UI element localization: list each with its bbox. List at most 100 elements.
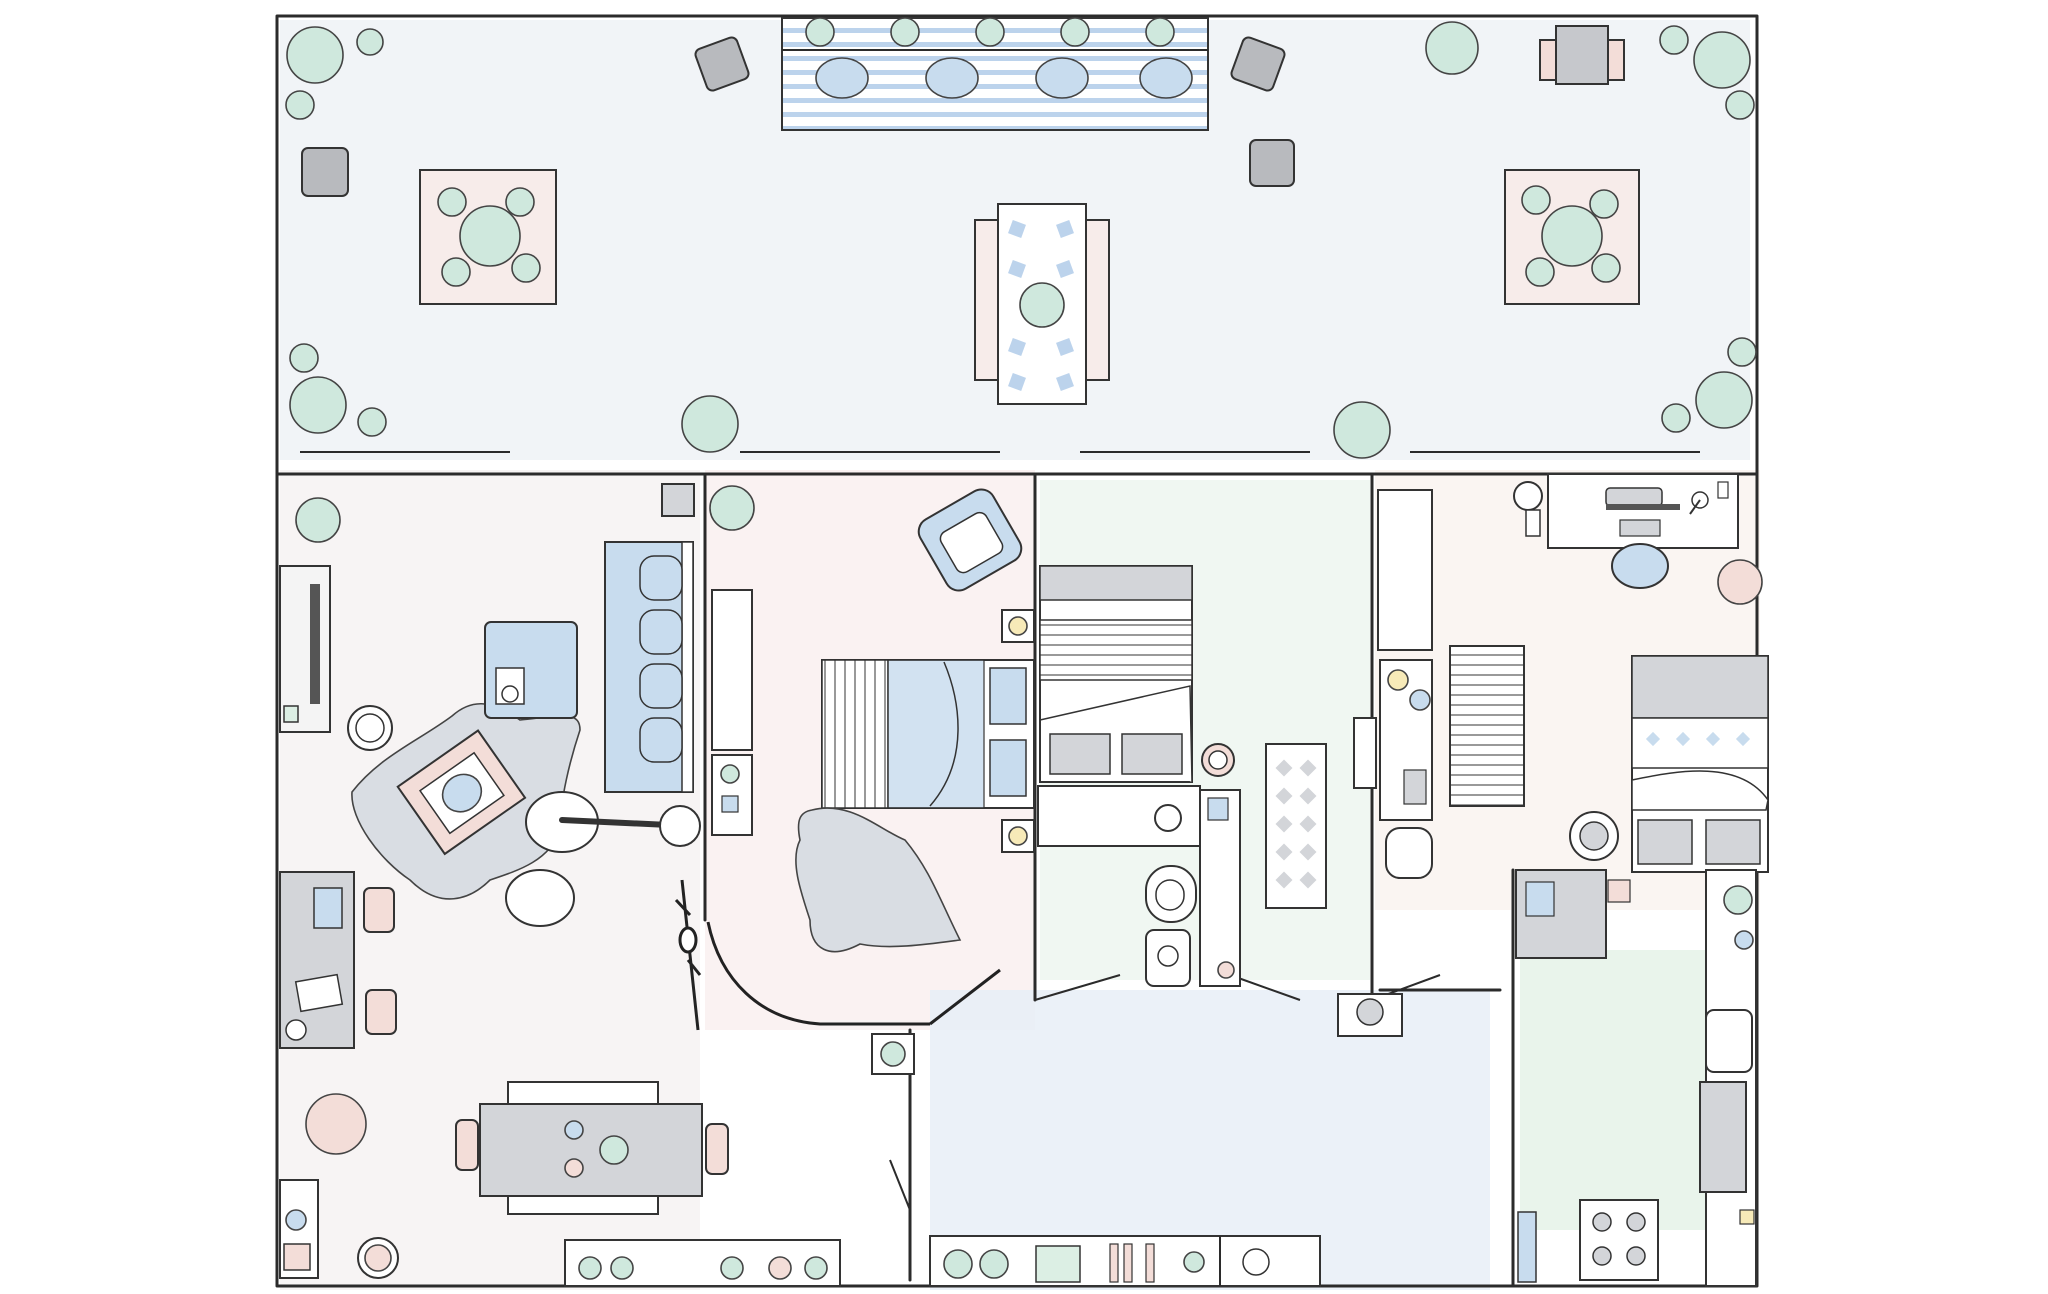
plant-icon bbox=[1727, 337, 1757, 367]
chair-icon bbox=[441, 257, 471, 287]
bidet-icon bbox=[1145, 929, 1191, 987]
chair-icon bbox=[1525, 257, 1555, 287]
side-table bbox=[347, 705, 393, 751]
chair-icon bbox=[505, 187, 535, 217]
bench-icon bbox=[507, 1081, 659, 1107]
chair-icon bbox=[1611, 543, 1669, 589]
box-icon bbox=[721, 795, 739, 813]
plant-icon bbox=[1717, 559, 1763, 605]
wardrobe bbox=[711, 589, 753, 751]
keyboard-icon bbox=[1605, 487, 1663, 507]
kitchen-floor bbox=[1520, 950, 1720, 1230]
terrace bbox=[285, 17, 1757, 459]
plant-icon bbox=[1661, 403, 1691, 433]
chair-icon bbox=[705, 1123, 729, 1175]
chair-icon bbox=[363, 887, 395, 933]
dishwasher-icon bbox=[1699, 1081, 1747, 1193]
stove-burners bbox=[1592, 1212, 1646, 1266]
desk-icon bbox=[1547, 473, 1739, 549]
plant-icon bbox=[295, 497, 341, 543]
door-swing-icon bbox=[706, 921, 930, 1026]
floor-lamp-base bbox=[659, 805, 701, 847]
chair-icon bbox=[455, 1119, 479, 1171]
wall-segment bbox=[1034, 974, 1121, 1001]
plant-icon bbox=[804, 1256, 828, 1280]
chair-icon bbox=[694, 36, 750, 92]
duvet-fold bbox=[929, 661, 959, 807]
duvet bbox=[887, 659, 985, 809]
bedroom-3 bbox=[1353, 473, 1769, 879]
drain bbox=[1157, 945, 1179, 967]
chair-icon bbox=[1154, 804, 1182, 832]
plant-icon bbox=[357, 407, 387, 437]
book-icon bbox=[1145, 1243, 1155, 1283]
stool-icon bbox=[1385, 827, 1433, 879]
pillow bbox=[1637, 819, 1693, 865]
box-icon bbox=[1403, 769, 1427, 805]
plant-icon bbox=[720, 764, 740, 784]
plant-icon bbox=[1145, 17, 1175, 47]
bed-sheet bbox=[821, 659, 889, 809]
cabinet-icon bbox=[1207, 797, 1229, 821]
chair-icon bbox=[1249, 139, 1295, 187]
vase-icon bbox=[768, 1256, 792, 1280]
sideboard bbox=[564, 1239, 841, 1287]
bed-icon bbox=[821, 659, 1035, 809]
side-table bbox=[1513, 481, 1543, 511]
cushion bbox=[925, 57, 979, 99]
pillow bbox=[1049, 733, 1111, 775]
lamp-stand bbox=[1525, 509, 1541, 537]
shelf-icon bbox=[1449, 645, 1525, 807]
plate-icon bbox=[564, 1158, 584, 1178]
bench-cushions bbox=[815, 57, 1193, 99]
chair-seat bbox=[1555, 25, 1609, 85]
cushion bbox=[639, 717, 683, 763]
sink-icon bbox=[1705, 1009, 1753, 1073]
toilet-icon bbox=[1145, 865, 1197, 923]
wardrobe bbox=[1377, 489, 1433, 651]
lamp-icon bbox=[1387, 669, 1409, 691]
towel-icon bbox=[1217, 961, 1235, 979]
desk-icon bbox=[1037, 785, 1201, 847]
tv-icon bbox=[310, 584, 320, 704]
cushion bbox=[441, 773, 483, 813]
lamp-icon bbox=[1579, 821, 1609, 851]
plant-icon bbox=[305, 1093, 367, 1155]
jar-icon bbox=[1734, 930, 1754, 950]
burner bbox=[1626, 1212, 1646, 1232]
box-icon bbox=[1739, 1209, 1755, 1225]
box-icon bbox=[1525, 881, 1555, 917]
plant-icon bbox=[1425, 21, 1479, 75]
plant-icon bbox=[1695, 371, 1753, 429]
bowl-icon bbox=[1242, 1248, 1270, 1276]
hall-shelf bbox=[929, 1235, 1321, 1287]
bed-icon bbox=[1631, 655, 1769, 873]
plant-icon bbox=[289, 343, 319, 373]
shelf-icon bbox=[1517, 1211, 1537, 1283]
stove-icon bbox=[1579, 1199, 1659, 1281]
book-icon bbox=[1109, 1243, 1119, 1283]
vase-icon bbox=[1409, 689, 1431, 711]
armchair bbox=[396, 729, 527, 856]
plant-icon bbox=[979, 1249, 1009, 1279]
kitchen bbox=[1515, 869, 1757, 1287]
terrace-table-right bbox=[1504, 169, 1640, 305]
pillow bbox=[989, 739, 1027, 797]
headboard bbox=[1039, 565, 1193, 601]
bathroom bbox=[1145, 743, 1403, 1037]
cup-icon bbox=[285, 1019, 307, 1041]
plant-icon bbox=[943, 1249, 973, 1279]
plant-icon bbox=[1725, 90, 1755, 120]
chair-icon bbox=[511, 253, 541, 283]
bed-icon bbox=[1039, 565, 1193, 783]
small-box bbox=[283, 705, 299, 723]
burner bbox=[1592, 1212, 1612, 1232]
bedroom-2 bbox=[1037, 565, 1201, 847]
bench-plants bbox=[805, 17, 1175, 47]
bench-icon bbox=[974, 219, 1000, 381]
plant-icon bbox=[578, 1256, 602, 1280]
plant-icon bbox=[720, 1256, 744, 1280]
lamp-icon bbox=[1008, 826, 1028, 846]
ottoman-round bbox=[505, 869, 575, 927]
